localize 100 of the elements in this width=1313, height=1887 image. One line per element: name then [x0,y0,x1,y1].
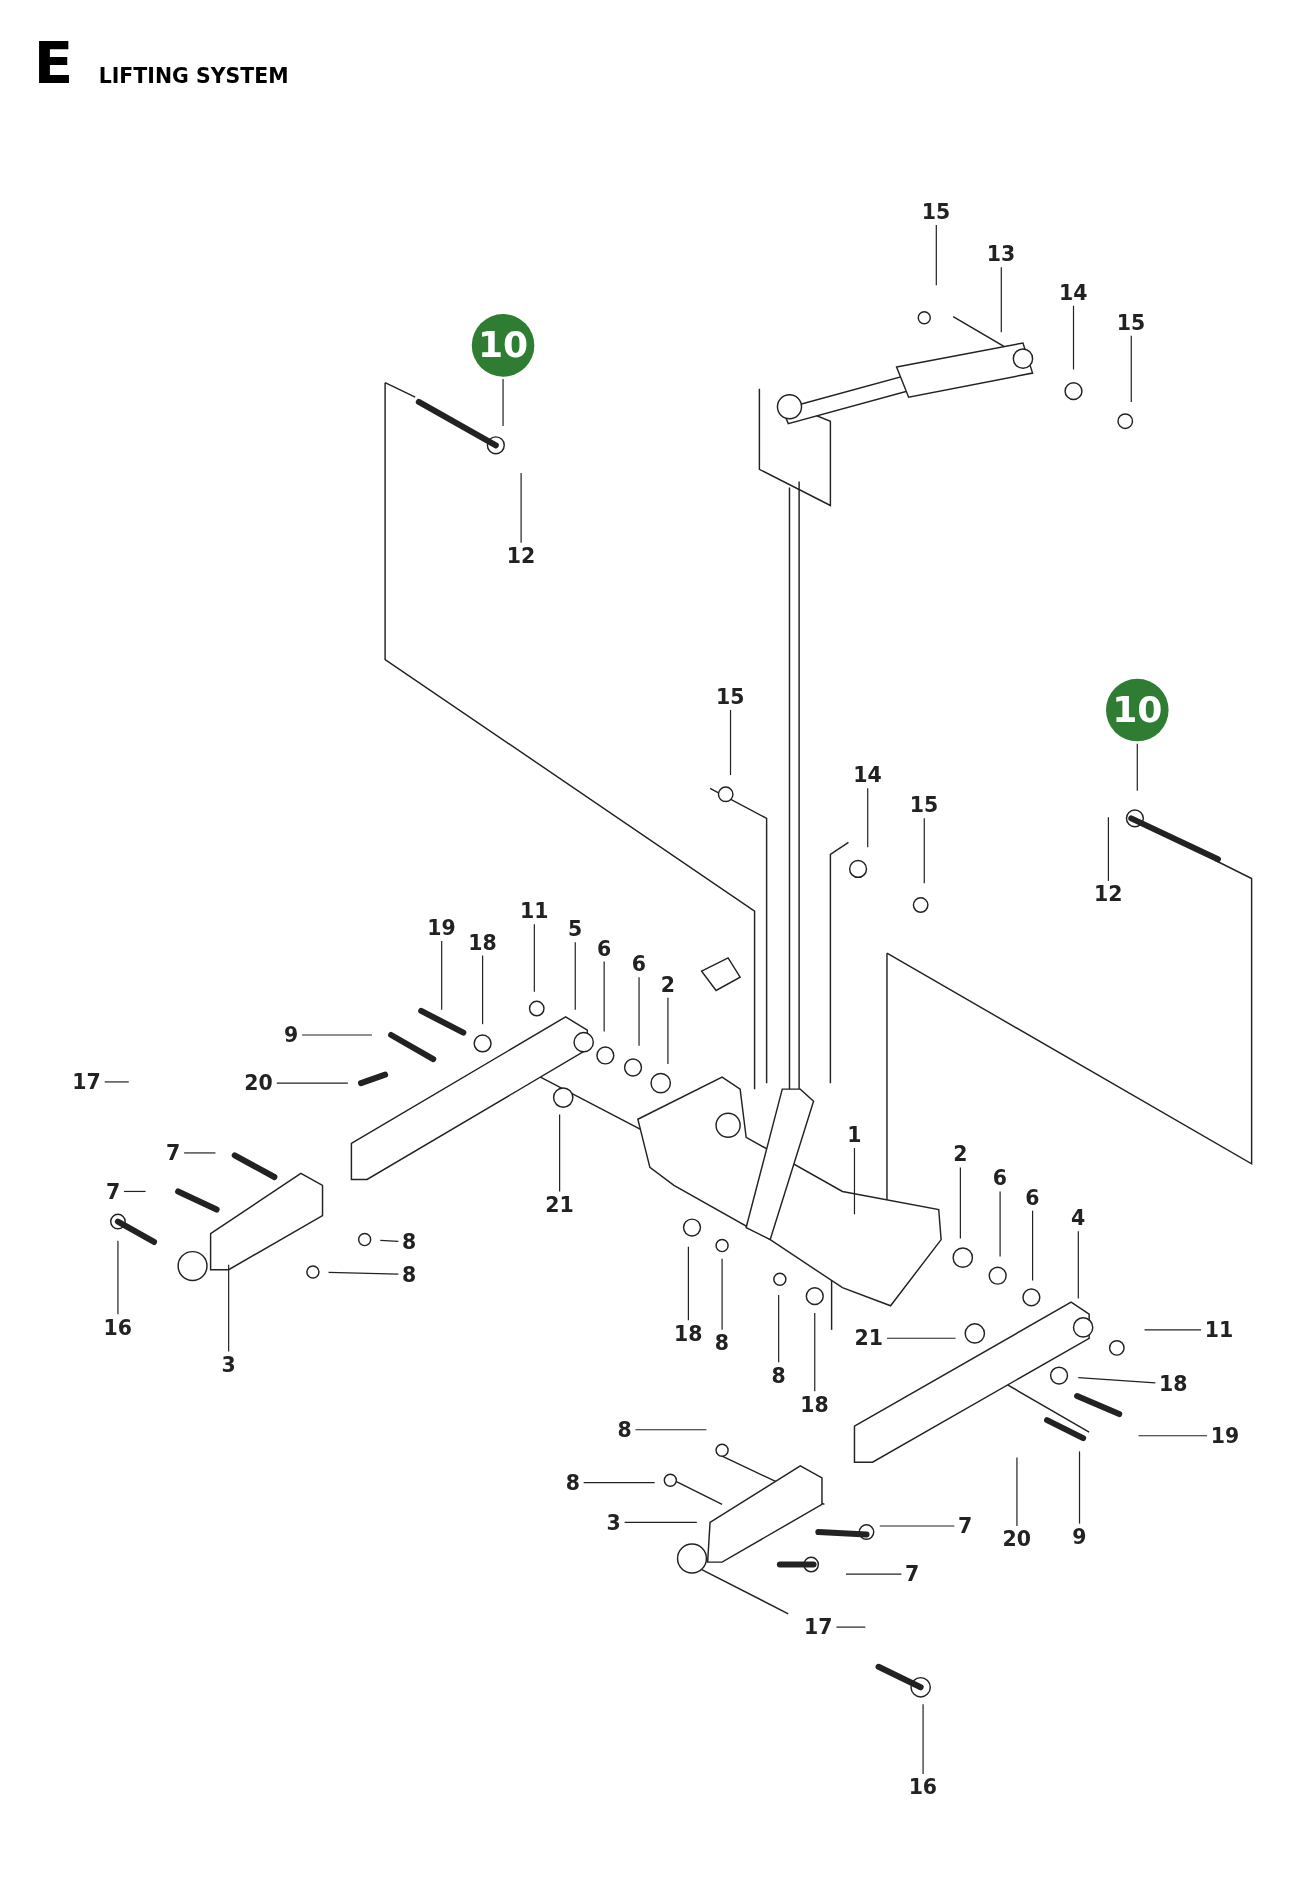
leader-line [603,961,605,1032]
leader-line [117,1240,119,1315]
leader-line [1077,1230,1079,1300]
callout-number: 7 [104,1180,122,1203]
leader-line [853,1147,856,1215]
leader-line [959,1166,961,1239]
callout-number: 8 [770,1364,787,1387]
callout-number: 16 [102,1316,134,1339]
callout-number: 6 [630,953,648,975]
leader-line [1137,1435,1208,1437]
callout-number: 6 [991,1167,1009,1190]
leader-line [1072,305,1075,371]
leader-line [687,1246,689,1321]
callout-number: 15 [908,794,940,816]
callout-number: 16 [907,1776,939,1798]
callout-number: 12 [1092,883,1124,905]
callout-number: 7 [903,1563,921,1585]
callout-number: 19 [426,917,457,939]
leader-line [1016,1456,1018,1527]
callout-number: 7 [164,1142,182,1164]
callout-number: 5 [566,918,584,940]
leader-line [379,1239,399,1242]
callout-number: 18 [672,1322,704,1345]
leader-line [1143,1329,1202,1331]
callout-number: 13 [985,243,1017,265]
callout-number: 20 [1001,1528,1033,1551]
leader-line [1136,743,1138,792]
callout-number: 14 [1057,281,1089,304]
leader-line [845,1573,902,1575]
leader-line [1107,816,1109,882]
callout-number: 11 [1203,1319,1235,1341]
leader-line [1077,1377,1156,1384]
leader-line [999,1190,1001,1258]
callout-number: 7 [956,1515,974,1537]
leader-line [583,1482,656,1484]
leader-line [879,1525,955,1527]
callout-number: 21 [853,1327,885,1350]
leader-line [886,1337,957,1339]
callout-number: 15 [920,201,952,223]
leader-line [520,472,522,544]
leader-line [867,787,869,848]
leader-line [123,1190,147,1193]
callout-number: 1 [846,1124,863,1146]
leader-line [301,1034,373,1036]
leader-line [482,954,484,1025]
callout-number: 3 [605,1511,622,1534]
leader-line [835,1626,866,1628]
callout-number: 18 [466,931,498,954]
leader-line [1078,1450,1081,1525]
leader-line [276,1082,349,1084]
callout-number: 3 [220,1353,237,1376]
leader-line [729,709,732,776]
leader-line [104,1081,130,1083]
callout-number: 17 [802,1616,834,1638]
callout-number: 2 [951,1143,969,1165]
callout-number: 18 [1157,1373,1189,1395]
callout-number: 6 [595,937,613,960]
callout-circle: 10 [1106,678,1169,742]
leader-line [327,1271,399,1275]
leader-line [183,1152,216,1154]
leader-line [667,997,669,1065]
callout-number: 20 [243,1072,274,1094]
callout-number: 4 [1069,1207,1087,1229]
callout-number: 19 [1209,1424,1241,1447]
leader-line [533,923,535,993]
leader-line [441,940,443,1011]
leader-line [559,1113,561,1193]
callout-number: 17 [71,1071,102,1093]
callout-number: 9 [282,1024,300,1046]
callout-number: 21 [543,1193,575,1216]
callout-number: 18 [799,1393,830,1416]
leader-line [814,1312,816,1392]
callout-number: 14 [852,764,883,786]
leader-line [634,1429,708,1431]
callout-number: 8 [564,1471,582,1494]
leader-line [922,1703,924,1775]
leader-line [935,224,937,286]
title: LIFTING SYSTEM [98,65,289,87]
callout-number: 15 [714,686,746,708]
callout-number: 15 [1115,311,1147,334]
callout-number: 6 [1024,1186,1041,1209]
section-letter: E [33,33,74,92]
leader-line [624,1521,698,1523]
callout-number: 8 [400,1263,418,1286]
callout-circle: 10 [471,314,535,377]
leader-line [923,817,925,884]
callout-number: 8 [616,1418,633,1441]
callout-number: 12 [505,545,537,567]
callout-number: 9 [1071,1526,1088,1548]
leader-line [778,1294,780,1363]
leader-line [1032,1210,1034,1282]
leader-line [1000,266,1002,333]
leader-line [1130,335,1132,403]
leader-line [638,976,640,1047]
callout-number: 2 [659,973,677,996]
leader-line [502,378,504,427]
leader-line [721,1258,723,1331]
callout-number: 8 [400,1231,418,1253]
leader-line [574,941,576,1011]
callout-number: 11 [518,900,550,922]
